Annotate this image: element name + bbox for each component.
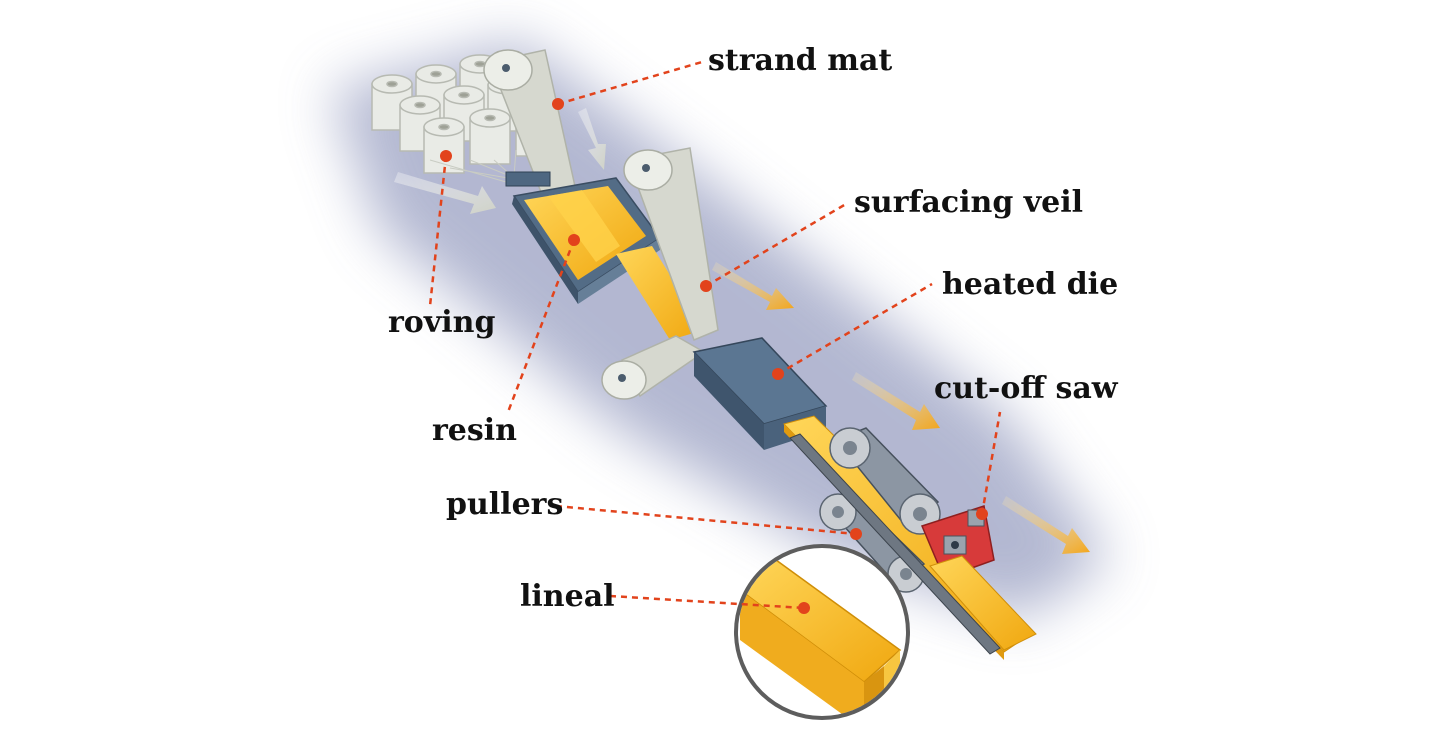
leader-resin (506, 239, 576, 413)
flow-arrow-1 (712, 262, 794, 310)
leader-dots (440, 98, 988, 614)
leader-roving (428, 155, 448, 307)
conveyor-track (789, 433, 1001, 655)
wet-strip (616, 246, 704, 340)
resin-bath (505, 171, 662, 304)
flow-arrow-3 (1002, 496, 1090, 554)
label-pullers: pullers (446, 487, 563, 522)
lineal-magnifier (734, 544, 910, 720)
leader-strand-mat (557, 60, 703, 106)
flow-arrow-2 (852, 372, 940, 430)
label-surfacing-veil: surfacing veil (854, 185, 1083, 220)
label-lineal: lineal (520, 579, 615, 614)
label-resin: resin (432, 413, 517, 448)
label-cut-off-saw: cut-off saw (934, 371, 1119, 406)
leader-lines (428, 60, 1002, 610)
mat-flow-arrow (578, 108, 606, 170)
cut-lineal (929, 555, 1037, 651)
leader-surfacing-veil (705, 202, 847, 288)
roving-spools (371, 54, 551, 183)
label-heated-die: heated die (942, 267, 1118, 302)
roving-flow-arrow (394, 172, 496, 214)
label-strand-mat: strand mat (708, 43, 892, 78)
leader-heated-die (777, 282, 933, 376)
label-roving: roving (388, 305, 495, 340)
cut-off-saw (920, 505, 995, 579)
surfacing-veil-roll (623, 147, 719, 341)
spool (371, 54, 551, 174)
